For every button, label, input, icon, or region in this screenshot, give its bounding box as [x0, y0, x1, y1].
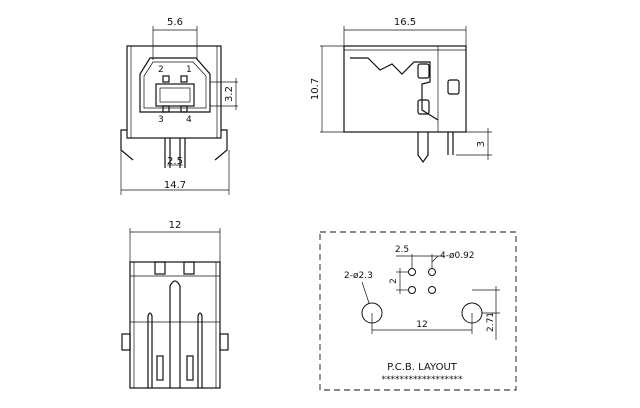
- connector-body-top: [129, 261, 221, 389]
- dim-pcb-row: 2: [389, 278, 399, 284]
- right-mount-leg: [214, 129, 228, 161]
- side-mount-pin: [417, 132, 429, 164]
- pin-hole-1: [408, 268, 416, 276]
- dim-front-pitch: 2.5: [167, 156, 183, 167]
- usb-b-socket: [139, 57, 211, 113]
- dim-pcb-pitch: 2.5: [395, 245, 409, 255]
- connector-body-side: [343, 45, 467, 133]
- contact-2: [162, 75, 170, 83]
- pin-label-1: 1: [186, 65, 192, 75]
- pin-label-3: 3: [158, 115, 164, 125]
- connector-body-front: [126, 45, 222, 139]
- dim-pcb-mount-span: 12: [416, 320, 427, 330]
- side-view: 16.5 10.7 3: [310, 17, 492, 164]
- pin-hole-3: [408, 286, 416, 294]
- dim-bottom-width: 12: [169, 220, 182, 231]
- pin-label-4: 4: [186, 115, 192, 125]
- dim-side-pin: 3: [476, 141, 487, 147]
- center-contact: [169, 280, 181, 388]
- dim-pcb-offset: 2.71: [486, 312, 496, 332]
- pin-hole-4: [428, 286, 436, 294]
- contact-1: [180, 75, 188, 83]
- contact-3: [162, 105, 170, 113]
- dim-pcb-pin-hole: 4-ø0.92: [440, 251, 475, 261]
- bottom-view: 12: [121, 220, 229, 389]
- socket-tongue: [155, 83, 195, 107]
- pcb-layout: 2.5 4-ø0.92 2 2-ø2.3 12 2.71 P.C.B. LAYO…: [319, 231, 517, 391]
- dim-front-right: 3.2: [224, 86, 235, 102]
- dim-front-width: 14.7: [164, 180, 186, 191]
- front-view: 5.6 2 1 3 4 3.2 2.5: [120, 17, 238, 195]
- pcb-stars: ******************: [382, 375, 464, 385]
- dim-pcb-mount-hole: 2-ø2.3: [344, 271, 373, 281]
- pin-label-2: 2: [158, 65, 164, 75]
- pcb-outline: [319, 231, 517, 391]
- pin-hole-2: [428, 268, 436, 276]
- shell-profile: [350, 57, 439, 121]
- pcb-caption: P.C.B. LAYOUT: [387, 362, 458, 373]
- dim-side-length: 16.5: [394, 17, 416, 28]
- dim-side-height: 10.7: [310, 78, 321, 100]
- left-mount-leg: [120, 129, 134, 161]
- contact-4: [180, 105, 188, 113]
- dim-front-top: 5.6: [167, 17, 183, 28]
